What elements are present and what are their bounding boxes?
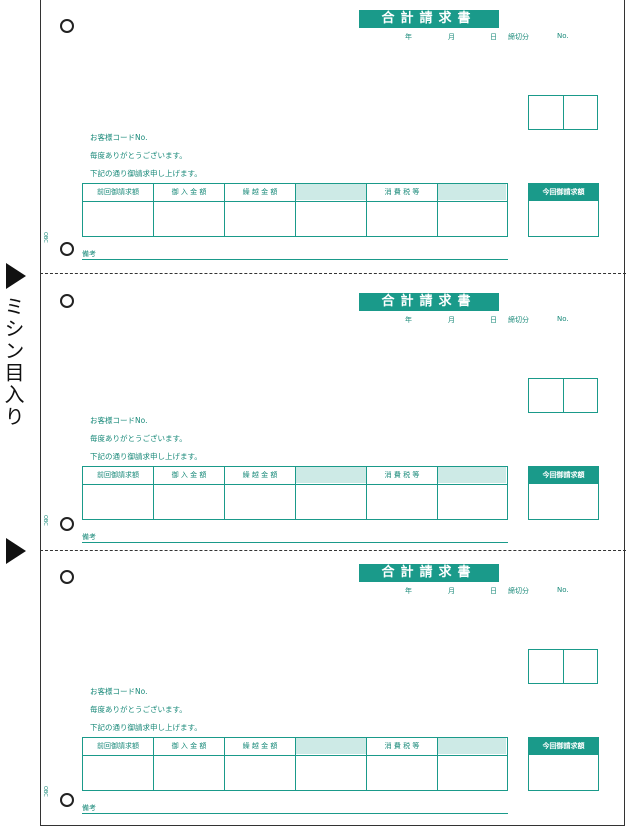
perforation-arrow-1 bbox=[6, 263, 26, 289]
invoice-section-1: 合計請求書 年 月 日 締切分 No. お客様コードNo. 毎度ありがとうござい… bbox=[40, 0, 626, 270]
invoice-section-3: 合計請求書 年 月 日 締切分 No. お客様コードNo. 毎度ありがとうござい… bbox=[40, 554, 626, 824]
punch-hole-bottom bbox=[60, 793, 74, 807]
day-label: 日 bbox=[490, 587, 497, 595]
day-label: 日 bbox=[490, 316, 497, 324]
brand-mark: OBC bbox=[42, 515, 48, 526]
day-label: 日 bbox=[490, 33, 497, 41]
current-amount-header: 今回御請求額 bbox=[529, 184, 598, 201]
perforation-arrow-2 bbox=[6, 538, 26, 564]
month-label: 月 bbox=[448, 587, 455, 595]
amount-table: 前回御請求額 御 入 金 額 繰 越 金 額 消 費 税 等 bbox=[82, 183, 508, 237]
cutoff-label: 締切分 bbox=[508, 316, 529, 324]
current-amount-box: 今回御請求額 bbox=[528, 183, 599, 237]
punch-hole-top bbox=[60, 19, 74, 33]
carryover-header: 繰 越 金 額 bbox=[242, 471, 278, 479]
payment-header: 御 入 金 額 bbox=[171, 742, 207, 750]
month-label: 月 bbox=[448, 33, 455, 41]
punch-hole-top bbox=[60, 570, 74, 584]
year-label: 年 bbox=[405, 587, 412, 595]
notes-label: 備考 bbox=[82, 533, 96, 541]
number-label: No. bbox=[557, 586, 569, 594]
intro-text: 下記の通り御請求申し上げます。 bbox=[90, 723, 202, 732]
perforation-note: ミシン目入り bbox=[1, 296, 25, 428]
shaded-header-cell bbox=[296, 184, 366, 200]
brand-mark: OBC bbox=[42, 232, 48, 243]
tax-header: 消 費 税 等 bbox=[384, 471, 420, 479]
payment-header: 御 入 金 額 bbox=[171, 188, 207, 196]
punch-hole-bottom bbox=[60, 242, 74, 256]
amount-table: 前回御請求額 御 入 金 額 繰 越 金 額 消 費 税 等 bbox=[82, 466, 508, 520]
perforation-line-2 bbox=[40, 550, 626, 551]
customer-no-label: お客様コードNo. bbox=[90, 416, 148, 425]
greeting-text: 毎度ありがとうございます。 bbox=[90, 705, 187, 714]
current-amount-header: 今回御請求額 bbox=[529, 467, 598, 484]
stamp-box bbox=[528, 378, 598, 413]
form-title: 合計請求書 bbox=[359, 293, 499, 311]
brand-mark: OBC bbox=[42, 786, 48, 797]
form-sheet bbox=[40, 0, 625, 826]
prev-amount-header: 前回御請求額 bbox=[97, 188, 139, 196]
notes-label: 備考 bbox=[82, 804, 96, 812]
greeting-text: 毎度ありがとうございます。 bbox=[90, 151, 187, 160]
customer-no-label: お客様コードNo. bbox=[90, 687, 148, 696]
form-title: 合計請求書 bbox=[359, 10, 499, 28]
intro-text: 下記の通り御請求申し上げます。 bbox=[90, 169, 202, 178]
payment-header: 御 入 金 額 bbox=[171, 471, 207, 479]
intro-text: 下記の通り御請求申し上げます。 bbox=[90, 452, 202, 461]
shaded-header-cell bbox=[296, 467, 366, 483]
punch-hole-top bbox=[60, 294, 74, 308]
current-amount-box: 今回御請求額 bbox=[528, 466, 599, 520]
shaded-header-cell bbox=[438, 467, 506, 483]
shaded-header-cell bbox=[438, 738, 506, 754]
stamp-box bbox=[528, 649, 598, 684]
notes-line bbox=[82, 259, 508, 260]
year-label: 年 bbox=[405, 316, 412, 324]
perforation-line-1 bbox=[40, 273, 626, 274]
number-label: No. bbox=[557, 32, 569, 40]
tax-header: 消 費 税 等 bbox=[384, 188, 420, 196]
prev-amount-header: 前回御請求額 bbox=[97, 471, 139, 479]
carryover-header: 繰 越 金 額 bbox=[242, 742, 278, 750]
invoice-section-2: 合計請求書 年 月 日 締切分 No. お客様コードNo. 毎度ありがとうござい… bbox=[40, 283, 626, 553]
current-amount-header: 今回御請求額 bbox=[529, 738, 598, 755]
punch-hole-bottom bbox=[60, 517, 74, 531]
prev-amount-header: 前回御請求額 bbox=[97, 742, 139, 750]
form-title: 合計請求書 bbox=[359, 564, 499, 582]
stamp-box bbox=[528, 95, 598, 130]
customer-no-label: お客様コードNo. bbox=[90, 133, 148, 142]
carryover-header: 繰 越 金 額 bbox=[242, 188, 278, 196]
notes-line bbox=[82, 542, 508, 543]
shaded-header-cell bbox=[296, 738, 366, 754]
cutoff-label: 締切分 bbox=[508, 33, 529, 41]
tax-header: 消 費 税 等 bbox=[384, 742, 420, 750]
greeting-text: 毎度ありがとうございます。 bbox=[90, 434, 187, 443]
amount-table: 前回御請求額 御 入 金 額 繰 越 金 額 消 費 税 等 bbox=[82, 737, 508, 791]
notes-line bbox=[82, 813, 508, 814]
cutoff-label: 締切分 bbox=[508, 587, 529, 595]
year-label: 年 bbox=[405, 33, 412, 41]
number-label: No. bbox=[557, 315, 569, 323]
current-amount-box: 今回御請求額 bbox=[528, 737, 599, 791]
month-label: 月 bbox=[448, 316, 455, 324]
notes-label: 備考 bbox=[82, 250, 96, 258]
shaded-header-cell bbox=[438, 184, 506, 200]
